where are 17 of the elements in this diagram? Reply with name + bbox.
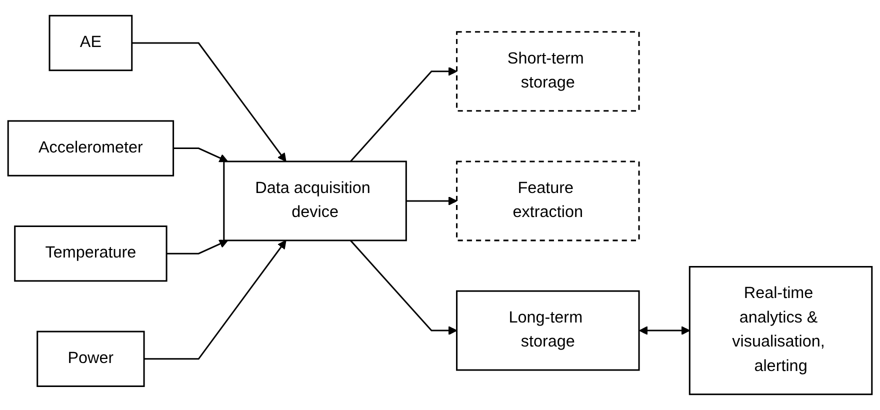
arrow — [132, 42, 286, 162]
node-box: Data acquisition device — [223, 160, 407, 242]
arrow — [144, 240, 286, 360]
node-box: Power — [36, 330, 145, 387]
arrow — [166, 240, 228, 254]
arrow — [350, 66, 458, 162]
node-box: Feature extraction — [456, 160, 640, 242]
node-box: AE — [48, 14, 133, 72]
arrow — [639, 326, 690, 335]
node-box: Temperature — [14, 226, 168, 282]
arrow — [173, 148, 228, 162]
node-box: Real-time analytics & visualisation, alerting — [688, 266, 873, 396]
arrow — [406, 196, 458, 206]
node-box: Accelerometer — [7, 120, 174, 176]
arrow — [350, 240, 458, 335]
node-box: Long-term storage — [456, 290, 640, 371]
node-box: Short-term storage — [456, 31, 640, 112]
